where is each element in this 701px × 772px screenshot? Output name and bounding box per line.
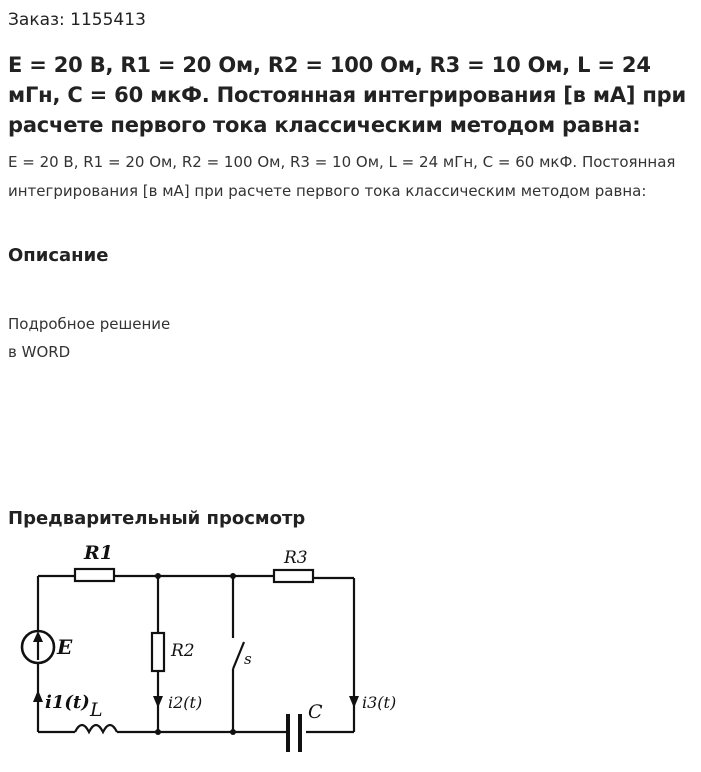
label-i3: i3(t) (362, 693, 396, 712)
label-r3: R3 (283, 548, 308, 568)
circuit-diagram: R1 R3 R2 E s L C i1(t) i2(t) i3(t) (20, 542, 396, 752)
label-i1: i1(t) (45, 692, 90, 713)
label-e: E (56, 635, 73, 659)
label-l: L (89, 699, 103, 721)
label-c: C (308, 701, 323, 723)
description-line-1: Подробное решение (8, 315, 171, 333)
order-number: Заказ: 1155413 (8, 10, 146, 30)
label-i2: i2(t) (168, 693, 202, 712)
resistor-r1 (73, 567, 116, 583)
label-s: s (244, 650, 252, 668)
switch-s (231, 641, 246, 670)
description-text: Подробное решение в WORD (8, 310, 170, 366)
circuit-preview: R1 R3 R2 E s L C i1(t) i2(t) i3(t) (8, 538, 408, 768)
task-body: E = 20 В, R1 = 20 Ом, R2 = 100 Ом, R3 = … (8, 153, 676, 200)
task-heading: E = 20 В, R1 = 20 Ом, R2 = 100 Ом, R3 = … (8, 53, 687, 137)
preview-title: Предварительный просмотр (8, 508, 306, 529)
resistor-r2 (150, 631, 166, 673)
label-r2: R2 (170, 641, 195, 661)
label-r1: R1 (83, 542, 113, 564)
inductor-l (74, 723, 118, 735)
description-line-2: в WORD (8, 343, 71, 361)
resistor-r3 (272, 568, 315, 584)
description-title: Описание (8, 245, 109, 266)
